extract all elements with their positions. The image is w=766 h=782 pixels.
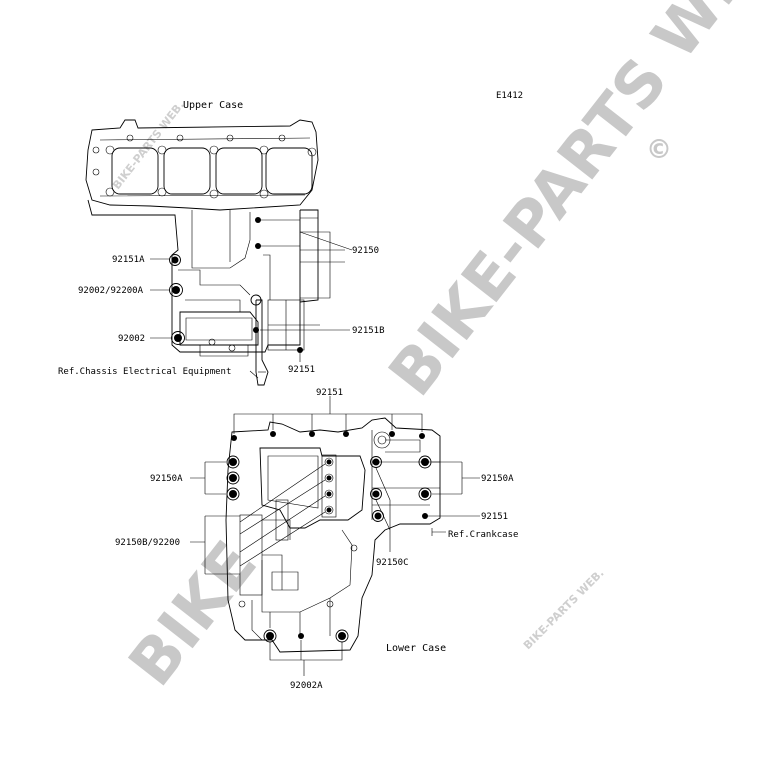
- bolt-lower-top-1: [231, 435, 237, 441]
- bolt-92150B-4: [326, 507, 332, 513]
- diagram-code: E1412: [496, 91, 523, 101]
- bolt-lower-top-3: [309, 431, 315, 437]
- bolt-92151: [297, 347, 303, 353]
- bolt-92150B-1: [326, 459, 332, 465]
- bolt-92150C-2: [372, 490, 380, 498]
- callout-92151A: 92151A: [112, 255, 145, 265]
- bolt-92150A-right-2: [421, 490, 429, 498]
- bolt-92151A: [171, 256, 179, 264]
- bolt-92002-92200A: [172, 286, 180, 294]
- upper-case-callouts: 92150 92151A 92002/92200A 92151B 92002 9…: [58, 219, 385, 379]
- callout-92151-lower-right: 92151: [481, 512, 508, 522]
- bolt-92150A-left-1: [229, 458, 237, 466]
- bolt-lower-top-4: [343, 431, 349, 437]
- bolt-92151B: [253, 327, 259, 333]
- bolt-lower-top-6: [419, 433, 425, 439]
- upper-case-title: Upper Case: [183, 100, 243, 111]
- bolt-lower-top-2: [270, 431, 276, 437]
- bolt-92002A-2: [298, 633, 304, 639]
- watermark-main-upper: BIKE-PARTS WEB: [374, 0, 766, 409]
- bolt-92151-right: [422, 513, 428, 519]
- callout-92002-92200A: 92002/92200A: [78, 286, 144, 296]
- watermark-small-upper: BIKE-PARTS WEB.: [110, 99, 187, 192]
- watermark-main-lower: BIKE: [114, 528, 270, 700]
- callout-92151-upper: 92151: [288, 365, 315, 375]
- bolt-92002: [174, 334, 182, 342]
- callout-92150C: 92150C: [376, 558, 409, 568]
- lower-case-callouts: 92151 92150A 92150A 92151 Ref.Crankcase …: [115, 388, 518, 691]
- bolt-92002A-3: [338, 632, 346, 640]
- callout-ref-chassis-electrical: Ref.Chassis Electrical Equipment: [58, 367, 231, 377]
- lower-case-title: Lower Case: [386, 643, 446, 654]
- watermark-small-lower: BIKE-PARTS WEB.: [521, 566, 607, 652]
- bolt-92150A-left-2: [229, 474, 237, 482]
- bolt-92002A-1: [266, 632, 274, 640]
- callout-92151B: 92151B: [352, 326, 385, 336]
- watermark-copyright: ©: [646, 135, 672, 165]
- callout-92002: 92002: [118, 334, 145, 344]
- callout-92150B-92200: 92150B/92200: [115, 538, 180, 548]
- callout-92150A-right: 92150A: [481, 474, 514, 484]
- callout-ref-crankcase: Ref.Crankcase: [448, 530, 518, 540]
- bolt-92150B-3: [326, 491, 332, 497]
- callout-92151-lower-top: 92151: [316, 388, 343, 398]
- lower-case-drawing: [225, 417, 441, 653]
- callout-92002A: 92002A: [290, 681, 323, 691]
- bolt-92150B-2: [326, 475, 332, 481]
- bolt-lower-top-5: [389, 431, 395, 437]
- bolt-92150A-left-3: [229, 490, 237, 498]
- callout-92150: 92150: [352, 246, 379, 256]
- bolt-92150C-1: [372, 458, 380, 466]
- callout-92150A-left: 92150A: [150, 474, 183, 484]
- upper-case-drawing: [85, 119, 345, 386]
- bolt-92150C-3: [374, 512, 382, 520]
- bolt-92150A-right-1: [421, 458, 429, 466]
